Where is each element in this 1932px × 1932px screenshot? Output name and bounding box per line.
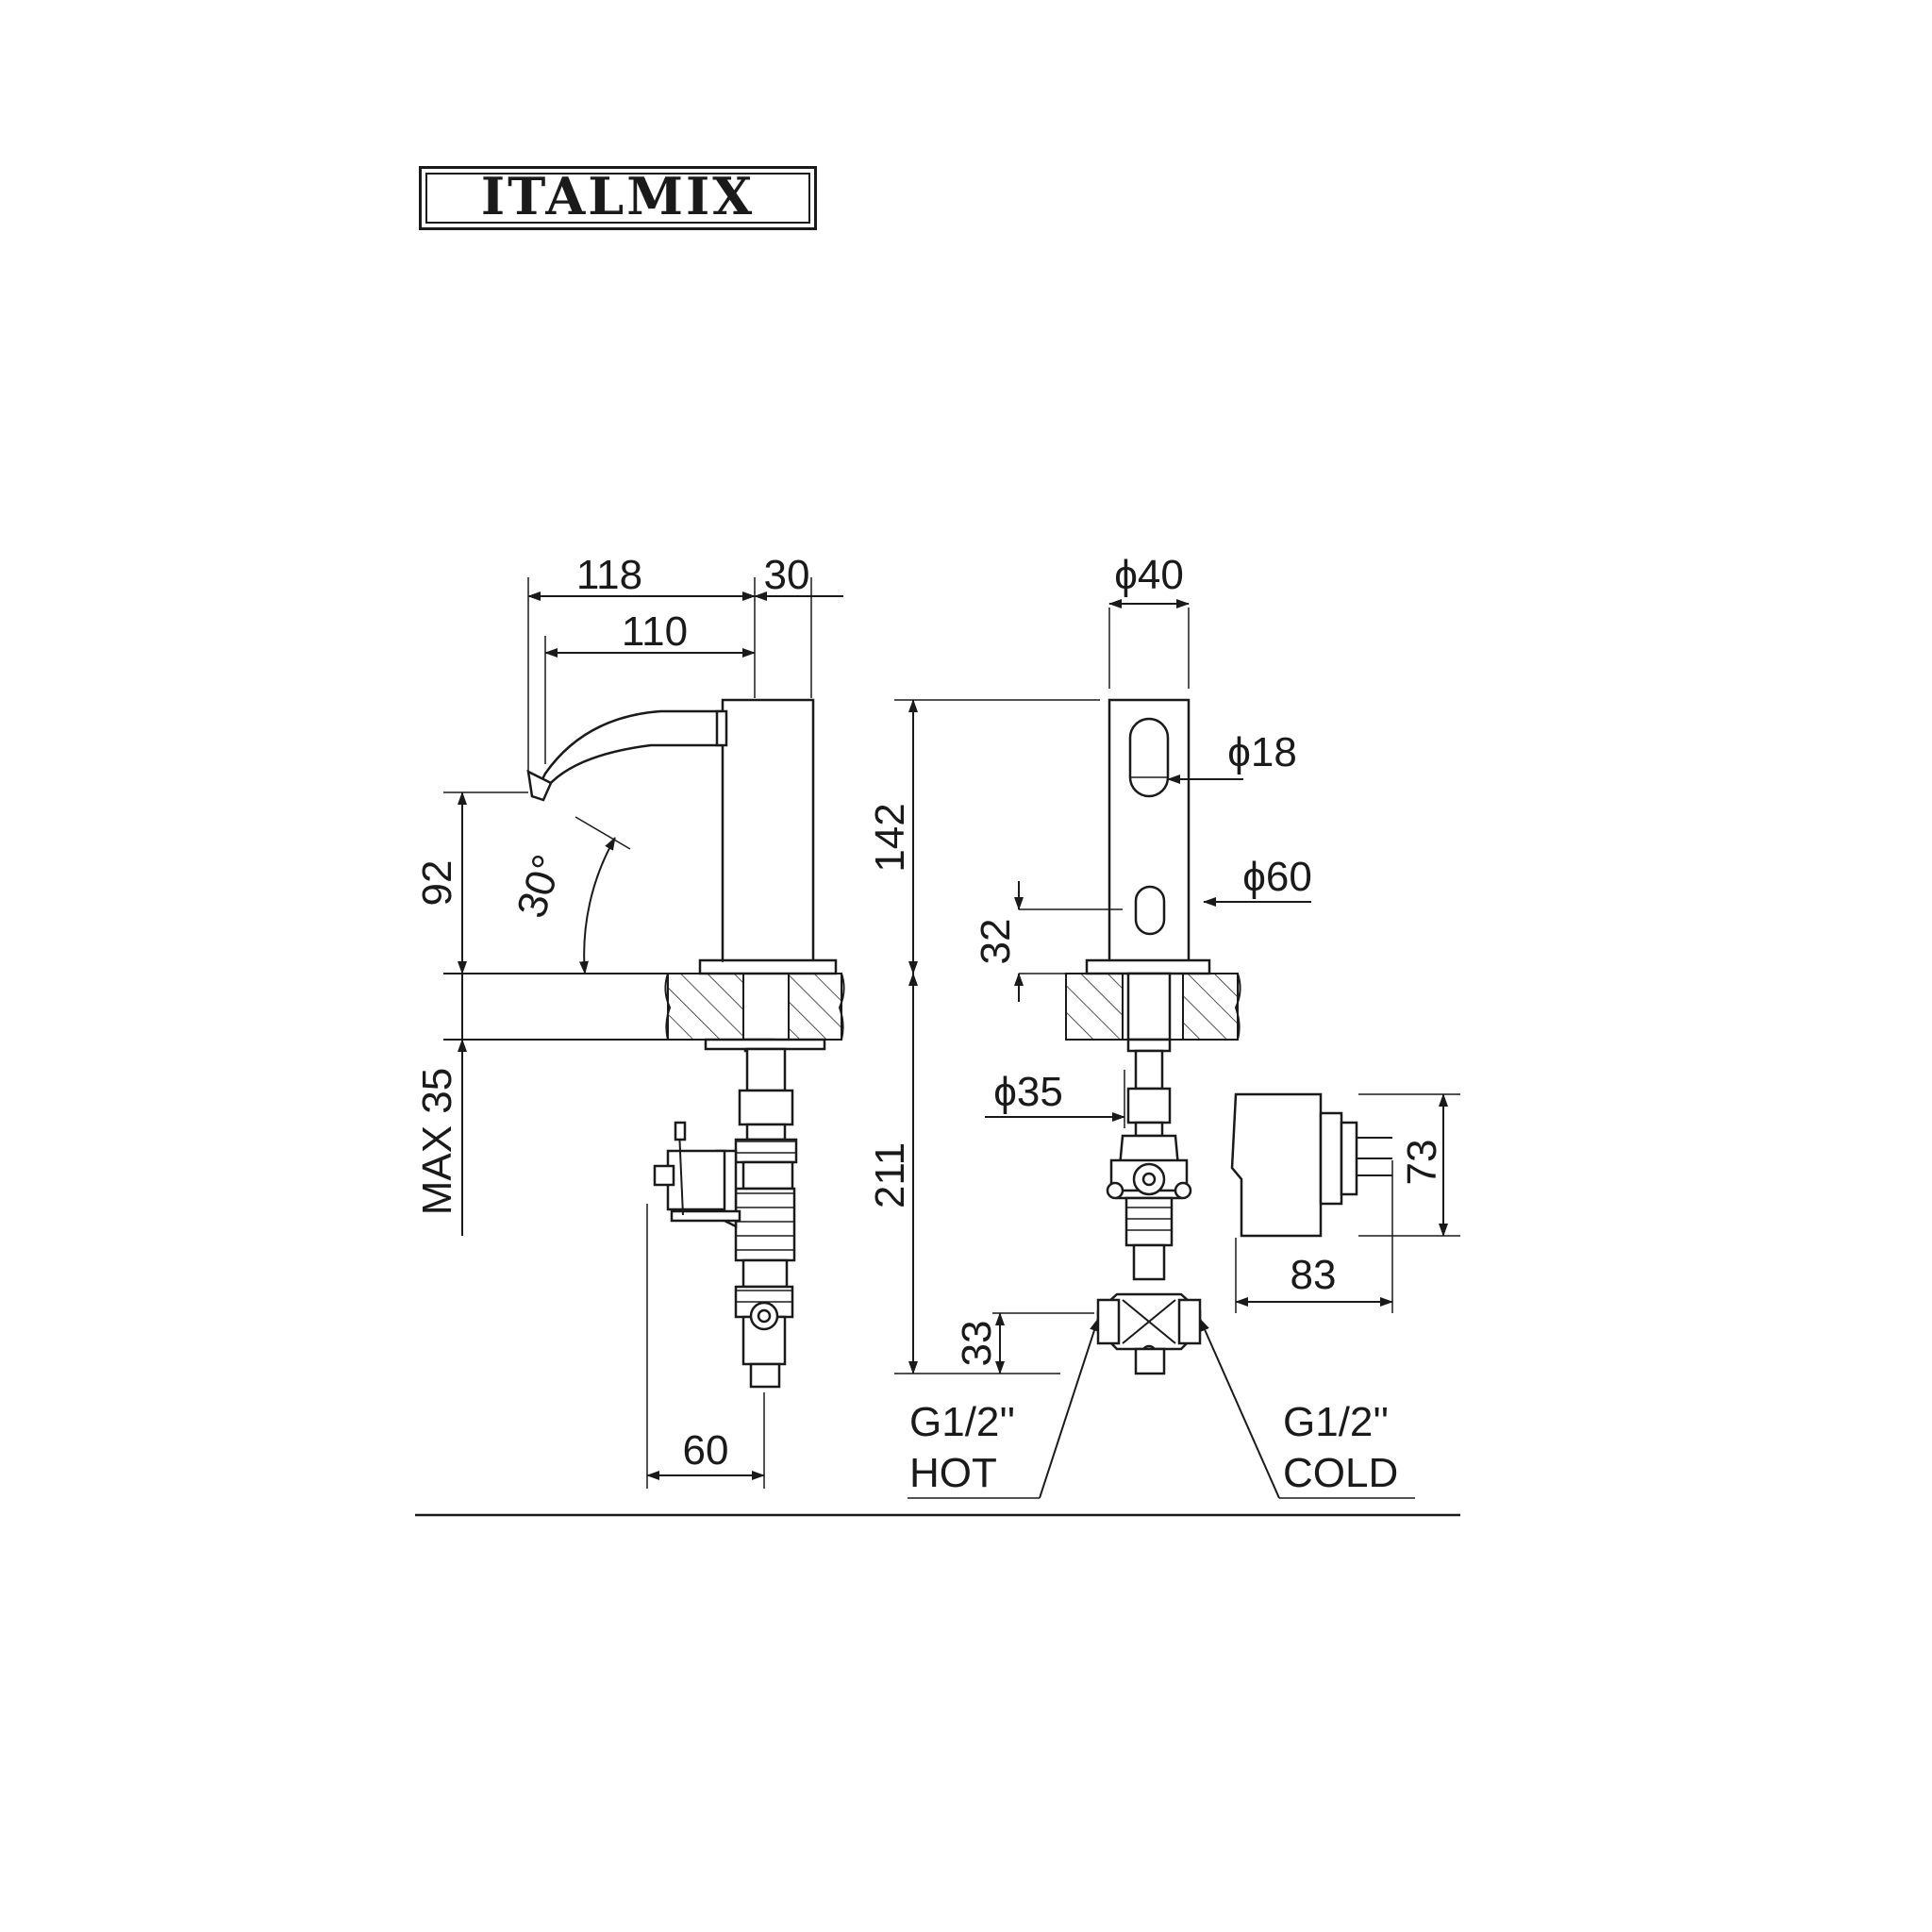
dia-60-label: ϕ60 (1242, 854, 1312, 900)
front-faucet-body (1085, 698, 1211, 975)
hot-thread-label: G1/2'' (909, 1399, 1015, 1445)
front-view: ϕ40 ϕ18 ϕ60 142 32 ϕ35 211 33 G1/2'' HOT… (867, 552, 1415, 1499)
dim-110-label: 110 (622, 608, 688, 655)
dim-83-label: 83 (1291, 1252, 1337, 1298)
side-faucet-body (526, 698, 838, 975)
hot-label: HOT (909, 1450, 997, 1496)
dia-35-label: ϕ35 (993, 1069, 1063, 1115)
dim-142-label: 142 (867, 803, 913, 872)
side-view: 118 30 110 92 30° MAX 35 60 (414, 552, 845, 1489)
brand-logo: ITALMIX (419, 166, 817, 230)
front-dimensions (894, 599, 1415, 1499)
brand-logo-text: ITALMIX (480, 166, 756, 226)
dim-92-label: 92 (414, 860, 460, 907)
dim-73-label: 73 (1399, 1140, 1445, 1186)
cold-thread-label: G1/2'' (1283, 1399, 1389, 1445)
power-supply-view: 73 83 (1230, 1092, 1460, 1313)
dim-30-label: 30 (764, 552, 810, 598)
dim-max35-label: MAX 35 (414, 1068, 460, 1216)
cold-label: COLD (1283, 1450, 1398, 1496)
side-dimensions (443, 577, 843, 1489)
side-countertop (443, 973, 845, 1041)
side-valve-assembly (653, 1038, 826, 1389)
front-valve-assembly (1096, 972, 1202, 1375)
dia-18-label: ϕ18 (1227, 729, 1297, 775)
dim-211-label: 211 (867, 1142, 913, 1208)
angle-30-label: 30° (508, 849, 572, 923)
dim-32-label: 32 (973, 919, 1019, 965)
dim-118-label: 118 (576, 552, 642, 598)
front-countertop (1065, 973, 1241, 1041)
dia-40-label: ϕ40 (1114, 552, 1184, 598)
dim-60-label: 60 (683, 1427, 729, 1474)
dim-33-label: 33 (954, 1321, 1000, 1367)
brand-logo-frame (425, 173, 810, 224)
